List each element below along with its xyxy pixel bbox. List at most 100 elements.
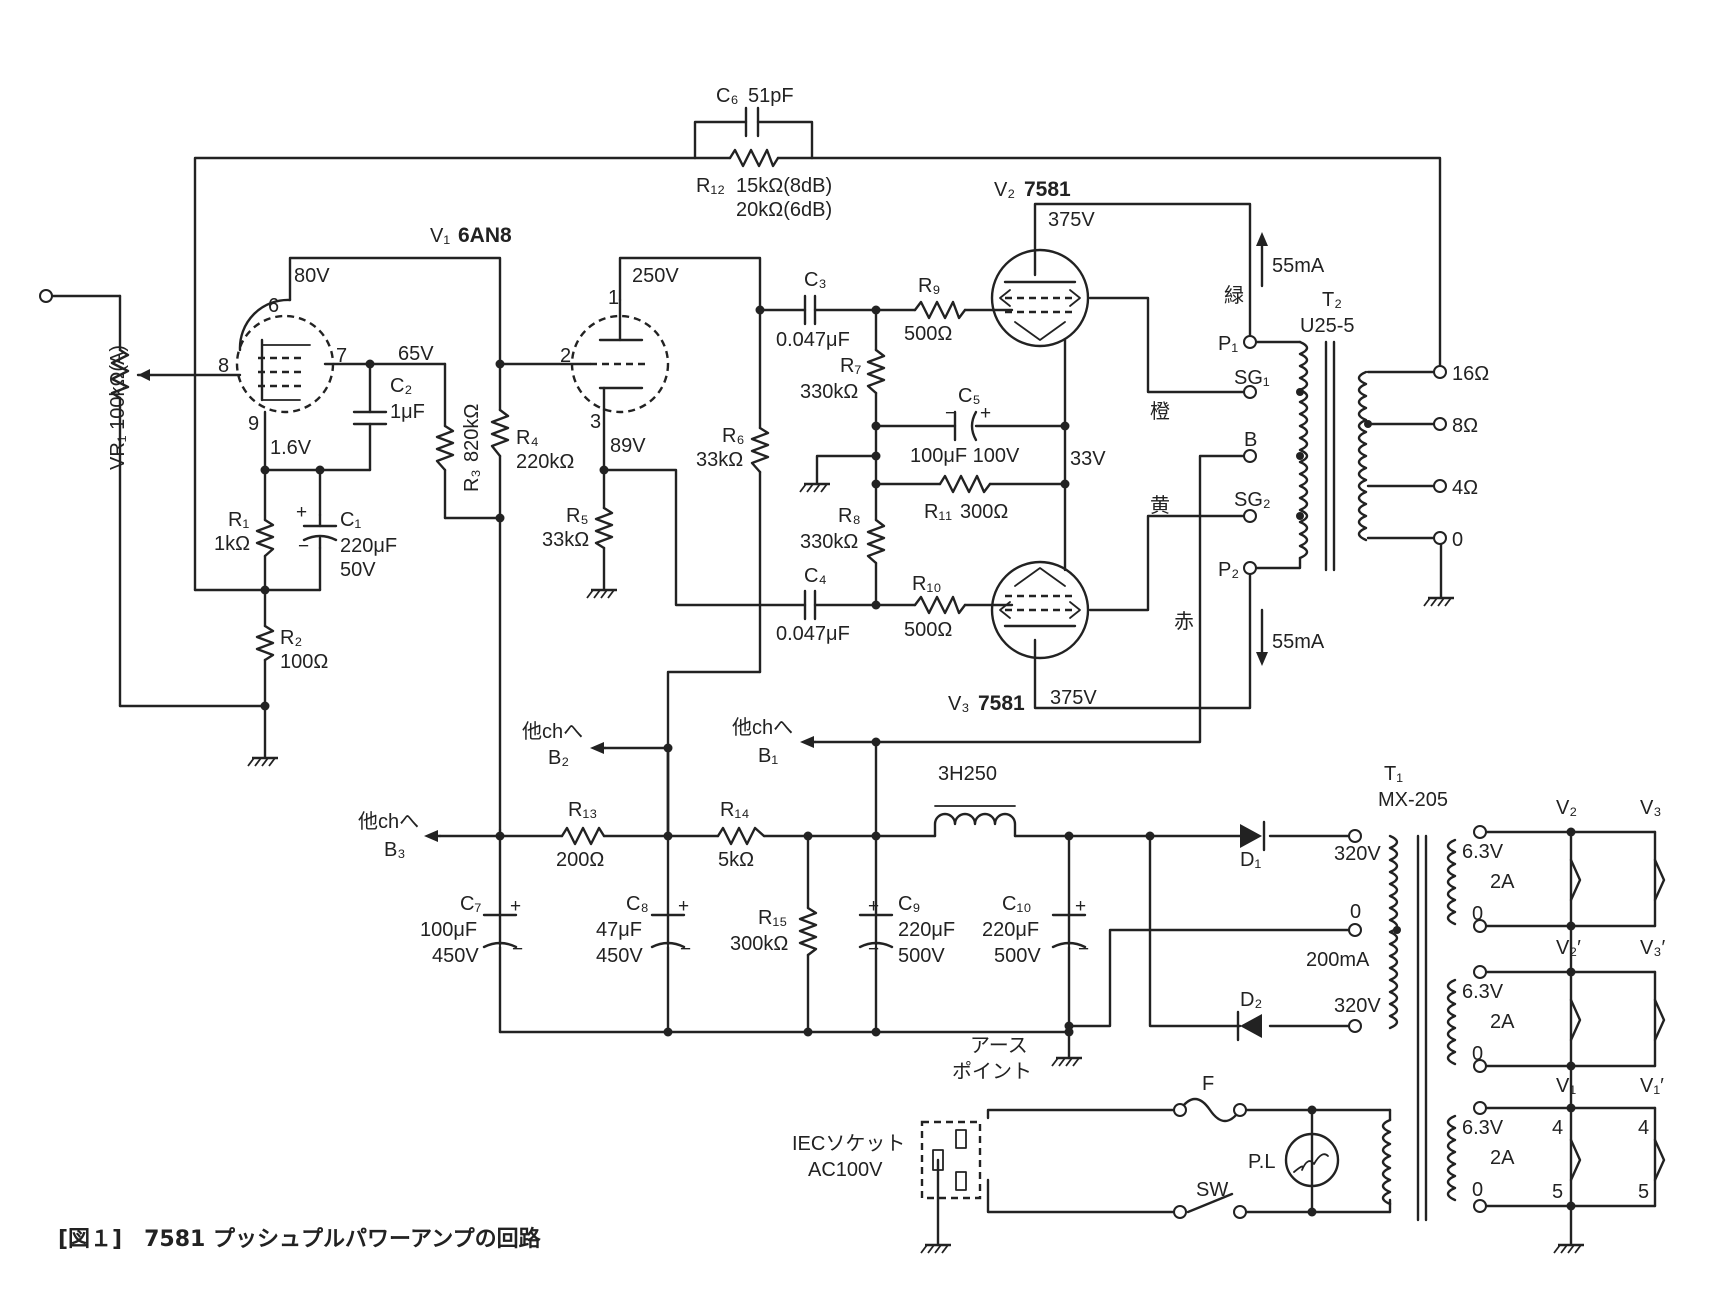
label-c3-value: 0.047μF (776, 329, 850, 351)
label-r14-value: 5kΩ (718, 849, 754, 871)
fuse-symbol (1178, 1097, 1242, 1123)
label-c2: C₂ (390, 375, 412, 397)
diode-d2 (1236, 1010, 1262, 1042)
label-r12-value1: 15kΩ(8dB) (736, 175, 832, 197)
tube-v1-pentode (235, 298, 335, 414)
junction-dots (260, 305, 1576, 1217)
label-heater2-zero: 0 (1472, 1043, 1483, 1065)
label-pin5-a: 5 (1552, 1181, 1563, 1203)
label-r3: R₃ (461, 469, 483, 492)
terminals (39, 289, 1487, 1219)
label-hv1: 320V (1334, 843, 1381, 865)
svg-text:−: − (868, 939, 879, 960)
label-heater1-zero: 0 (1472, 903, 1483, 925)
resistor-r15 (798, 906, 818, 957)
svg-text:−: − (512, 939, 523, 960)
label-r13-value: 200Ω (556, 849, 604, 871)
label-t1-model: MX-205 (1378, 789, 1448, 811)
label-pin-9: 9 (248, 413, 259, 435)
label-pin5-b: 5 (1638, 1181, 1649, 1203)
label-cathode-voltage: 1.6V (270, 437, 312, 459)
resistor-r10 (913, 595, 967, 615)
label-tap-4: 4Ω (1452, 477, 1478, 499)
diode-d1 (1240, 820, 1266, 852)
label-v1-type: 6AN8 (458, 224, 512, 247)
label-r11-value: 300Ω (960, 501, 1008, 523)
resistor-r6 (750, 426, 770, 474)
label-d1: D₁ (1240, 849, 1261, 871)
label-tap-8: 8Ω (1452, 415, 1478, 437)
label-t2-model: U25-5 (1300, 315, 1354, 337)
label-cathode-33v: 33V (1070, 448, 1106, 470)
label-other-ch-b1: 他chへ (732, 716, 793, 739)
label-vr1: VR₁ 100kΩ(A) (107, 345, 129, 470)
resistor-r11 (938, 474, 992, 494)
label-choke: 3H250 (938, 763, 997, 785)
resistor-r8 (866, 518, 886, 565)
label-r10: R₁₀ (912, 573, 942, 595)
label-heater1-v: 6.3V (1462, 841, 1504, 863)
label-c7: C₇ (460, 893, 481, 915)
resistor-r7 (866, 348, 886, 395)
svg-text:+: + (868, 896, 879, 917)
label-p2: P₂ (1218, 559, 1239, 581)
tube-v1-triode (570, 298, 670, 414)
choke-3h250 (933, 805, 1017, 838)
capacitor-c8: +− (650, 896, 691, 960)
capacitors: +− −+ +− +− +− +− (296, 106, 1089, 960)
label-r4: R₄ (516, 427, 539, 449)
label-r8: R₈ (838, 505, 861, 527)
label-tap-0: 0 (1452, 529, 1463, 551)
label-r4-value: 220kΩ (516, 451, 574, 473)
label-pin-8: 8 (218, 355, 229, 377)
label-pin4-b: 4 (1638, 1117, 1649, 1139)
label-c10-value1: 220μF (982, 919, 1039, 941)
label-r2: R₂ (280, 627, 302, 649)
label-r2-value: 100Ω (280, 651, 328, 673)
label-v3-ref: V₃ (948, 693, 969, 715)
label-triode-plate-voltage: 250V (632, 265, 679, 287)
label-heater3-zero: 0 (1472, 1179, 1483, 1201)
label-p1: P₁ (1218, 333, 1238, 355)
label-sg1: SG₁ (1234, 367, 1270, 389)
labels: C₆ 51pF R₁₂ 15kΩ(8dB) 20kΩ(6dB) V₁ 6AN8 … (58, 85, 1665, 1252)
resistor-r14 (716, 826, 766, 846)
svg-text:−: − (945, 403, 956, 424)
label-r8-value: 330kΩ (800, 531, 858, 553)
label-r5: R₅ (566, 505, 589, 527)
switch-symbol (1186, 1192, 1234, 1214)
label-pilot-lamp: P.L (1248, 1151, 1275, 1173)
resistor-r9 (913, 300, 967, 320)
label-load-v3: V₃ (1640, 797, 1661, 819)
label-heater2-v: 6.3V (1462, 981, 1504, 1003)
label-c10-value2: 500V (994, 945, 1041, 967)
label-c1-value1: 220μF (340, 535, 397, 557)
label-load-v3p: V₃′ (1640, 937, 1665, 959)
label-c9-value1: 220μF (898, 919, 955, 941)
label-c7-value2: 450V (432, 945, 479, 967)
label-r7-value: 330kΩ (800, 381, 858, 403)
label-current-200ma: 200mA (1306, 949, 1370, 971)
figure-caption: [図１] 7581 プッシュプルパワーアンプの回路 (58, 1226, 542, 1252)
label-c8-value2: 450V (596, 945, 643, 967)
svg-text:+: + (980, 403, 991, 424)
resistor-vr1 (110, 348, 130, 400)
capacitor-c10: +− (1051, 896, 1089, 960)
label-ground-point-1: アース (970, 1035, 1028, 1057)
label-current-lower: 55mA (1272, 631, 1325, 653)
output-transformer-t2 (1248, 340, 1368, 572)
resistor-r1 (255, 518, 275, 558)
label-iec-socket: IECソケット (792, 1133, 905, 1155)
label-c8-value1: 47μF (596, 919, 642, 941)
label-r14: R₁₄ (720, 799, 749, 821)
wiring (48, 120, 1657, 1247)
svg-text:+: + (678, 896, 689, 917)
label-load-v1p: V₁′ (1640, 1075, 1664, 1097)
label-c3: C₃ (804, 269, 827, 291)
label-r15: R₁₅ (758, 907, 787, 929)
label-pin4-a: 4 (1552, 1117, 1563, 1139)
label-c5: C₅ (958, 385, 981, 407)
label-r9: R₉ (918, 275, 940, 297)
capacitor-c4 (803, 589, 817, 621)
